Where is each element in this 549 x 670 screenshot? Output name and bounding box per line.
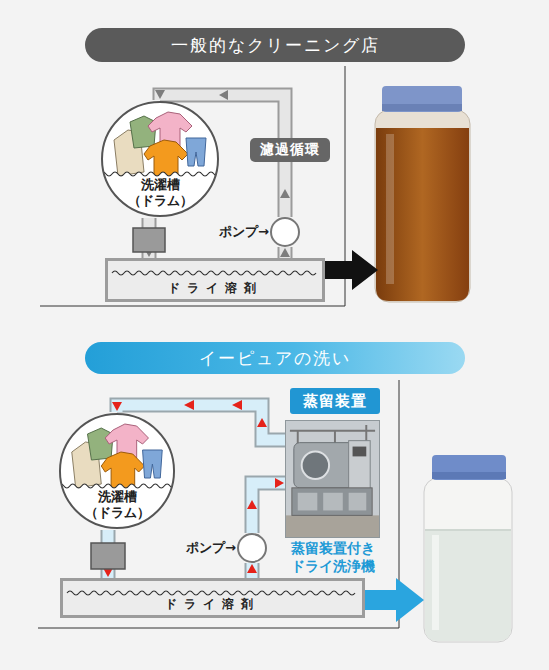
pipe-connector xyxy=(280,247,290,258)
node-label: 蒸留装置 xyxy=(303,392,367,411)
frame-line xyxy=(38,628,399,629)
dirty-solvent xyxy=(376,128,469,301)
node-label: ポンプ→ xyxy=(219,223,269,241)
arrow-head xyxy=(112,402,122,411)
tank-wave xyxy=(108,266,322,280)
drum-water xyxy=(58,484,176,530)
pipe-outline xyxy=(252,483,285,533)
arrow-head xyxy=(155,90,165,99)
wave-line xyxy=(112,271,316,275)
jar-highlight xyxy=(432,535,439,630)
pipe-outline xyxy=(278,247,293,258)
jar-cap-rim xyxy=(432,472,506,479)
drum-fill xyxy=(60,414,174,528)
flow-arrow xyxy=(219,90,228,100)
pipe-outline xyxy=(245,563,260,578)
drum-fill xyxy=(102,102,218,216)
flow-arrow xyxy=(184,400,194,410)
pump-circle: ポンプ→ xyxy=(237,533,267,563)
flow-arrow xyxy=(247,500,257,509)
filter-box xyxy=(133,228,165,252)
jar-cap-rim xyxy=(382,104,462,111)
photo-backdrop xyxy=(286,421,379,537)
node-label: 洗濯槽 （ドラム） xyxy=(122,177,198,210)
jar-body xyxy=(375,110,470,302)
clean-solvent xyxy=(425,530,511,641)
background-art xyxy=(38,66,512,642)
washing-drum: 洗濯槽 （ドラム） xyxy=(58,412,176,530)
node-label: ドライ溶剤 xyxy=(108,280,322,297)
drum-water xyxy=(100,172,220,218)
panel-screen xyxy=(353,447,367,457)
distiller-machine-photo: 蒸留装置付き ドライ洗浄機 xyxy=(285,420,380,538)
arrow-head xyxy=(275,478,284,488)
pipe-fill xyxy=(247,563,258,578)
machine-photo-art xyxy=(286,421,379,537)
water-line xyxy=(58,484,176,488)
pump-circle: ポンプ→ xyxy=(270,217,300,247)
machine-base xyxy=(292,488,372,516)
distiller-tag: 蒸留装置 xyxy=(290,388,380,414)
solvent-tank: ドライ溶剤 xyxy=(105,258,325,302)
base-panel xyxy=(298,493,318,511)
drum-contents xyxy=(100,112,220,218)
section-header: 一般的なクリーニング店 xyxy=(85,28,465,62)
drum-outline xyxy=(102,102,218,216)
frame-line xyxy=(40,306,345,307)
node-label: 洗濯槽 （ドラム） xyxy=(79,489,155,522)
section-header: イーピュアの洗い xyxy=(85,342,465,374)
output-arrow xyxy=(316,250,378,290)
arrow-head xyxy=(280,248,290,257)
photo-floor xyxy=(286,515,379,537)
wave-line xyxy=(67,591,355,595)
liquid-surface xyxy=(425,529,511,531)
jar-highlight xyxy=(386,134,394,284)
solvent-tank: ドライ溶剤 xyxy=(60,578,365,618)
arrow-head xyxy=(247,564,257,573)
flow-arrow xyxy=(257,418,267,427)
base-panel xyxy=(323,493,343,511)
flow-arrow xyxy=(232,400,242,410)
drum-contents xyxy=(58,424,176,530)
node-label: 一般的なクリーニング店 xyxy=(171,34,380,57)
water-line xyxy=(100,172,220,176)
flow-arrow xyxy=(280,189,290,198)
pipe-fill xyxy=(280,247,291,258)
pipe-fill xyxy=(252,483,285,533)
node-label: 蒸留装置付き ドライ洗浄機 xyxy=(283,540,383,575)
edge-label: 濾過循環 xyxy=(250,138,330,162)
node-label: イーピュアの洗い xyxy=(199,347,351,370)
jacket-shape xyxy=(144,140,188,176)
jeans-shape xyxy=(186,138,206,166)
jar-cap xyxy=(432,455,506,480)
pipe-connector xyxy=(247,563,257,578)
node-label: ポンプ→ xyxy=(186,539,236,557)
node-label: ドライ溶剤 xyxy=(63,596,362,613)
output-arrow xyxy=(360,578,424,622)
jar-body xyxy=(424,478,512,642)
washing-drum: 洗濯槽 （ドラム） xyxy=(100,100,220,218)
jeans-shape xyxy=(143,450,163,478)
control-panel xyxy=(349,441,371,490)
filter-box xyxy=(91,543,125,569)
machine-body xyxy=(294,443,355,488)
base-panel xyxy=(349,493,367,511)
pipe-connector xyxy=(252,478,285,533)
jar-cap xyxy=(382,86,462,112)
jacket-shape xyxy=(101,452,144,488)
machine-door xyxy=(302,451,329,479)
drum-outline xyxy=(60,414,174,528)
